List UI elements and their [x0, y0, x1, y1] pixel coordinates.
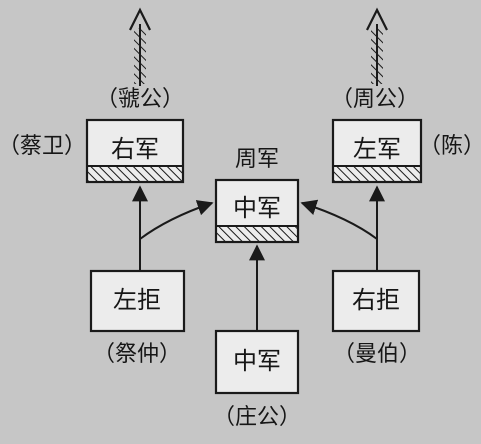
left-army-ally: （陈） [419, 134, 481, 159]
right-army-commander: （虢公） [96, 87, 184, 112]
right-army-box: 右军 [85, 118, 185, 184]
left-square-label: 左拒 [113, 286, 161, 314]
left-army-label: 左军 [353, 135, 401, 163]
left-square-box: 左拒 [89, 269, 186, 333]
center-army-box: 中军 [214, 178, 300, 244]
left-army-retreat-arrow [366, 7, 388, 86]
right-square-commander: （曼伯） [333, 342, 421, 367]
middle-army-commander: （庄公） [213, 405, 301, 430]
right-square-label: 右拒 [352, 286, 400, 314]
right-square-box: 右拒 [331, 269, 421, 333]
middle-army-label: 中军 [233, 347, 281, 375]
left-square-to-center-arrow [139, 200, 214, 240]
left-army-commander: （周公） [331, 87, 419, 112]
left-army-box: 左军 [331, 118, 423, 184]
right-army-label: 右军 [111, 135, 159, 163]
left-square-commander: （祭仲） [93, 342, 181, 367]
center-army-group-title: 周军 [235, 147, 279, 172]
right-army-ally: （蔡卫） [0, 134, 86, 159]
center-army-label: 中军 [233, 194, 281, 222]
right-square-to-center-arrow [300, 199, 378, 240]
right-army-retreat-arrow [129, 7, 151, 86]
middle-army-box: 中军 [214, 329, 300, 395]
